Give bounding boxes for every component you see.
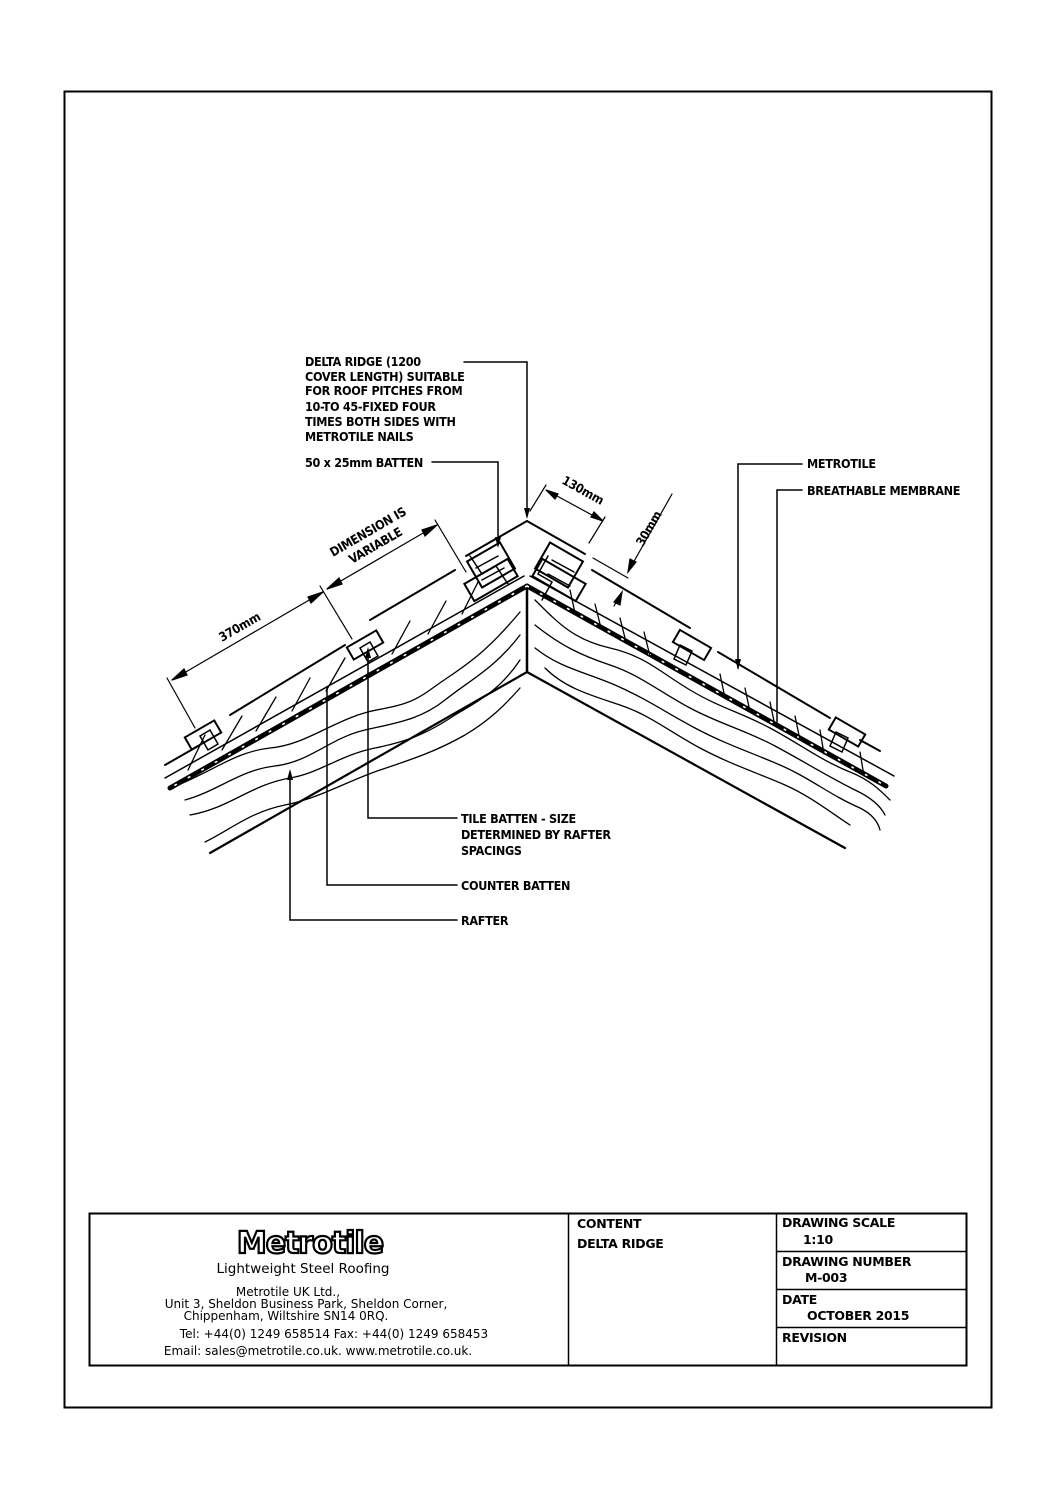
annotation-breathable-membrane: BREATHABLE MEMBRANE <box>807 483 960 498</box>
date-label: DATE <box>782 1292 817 1307</box>
company-tagline: Lightweight Steel Roofing <box>217 1261 390 1277</box>
annotation-rafter: RAFTER <box>461 913 509 928</box>
drawing-number-value: M-003 <box>805 1270 847 1285</box>
counter-batten <box>167 583 889 791</box>
annotation-line: SPACINGS <box>461 843 522 858</box>
dimension-370mm <box>166 585 353 729</box>
revision-label: REVISION <box>782 1330 847 1345</box>
annotation-line: TIMES BOTH SIDES WITH <box>305 414 456 429</box>
company-address-line1: Unit 3, Sheldon Business Park, Sheldon C… <box>165 1297 448 1311</box>
tile-batten-left-low <box>183 719 223 752</box>
drawing-scale-value: 1:10 <box>803 1232 833 1247</box>
roof-section <box>164 361 895 921</box>
annotation-line: METROTILE NAILS <box>305 429 414 444</box>
date-value: OCTOBER 2015 <box>807 1308 909 1323</box>
sheet-border <box>63 90 993 1409</box>
annotation-tile-batten: TILE BATTEN - SIZE DETERMINED BY RAFTER … <box>461 811 612 858</box>
company-phone-fax: Tel: +44(0) 1249 658514 Fax: +44(0) 1249… <box>179 1327 488 1341</box>
annotation-counter-batten: COUNTER BATTEN <box>461 878 570 893</box>
annotation-line: COVER LENGTH) SUITABLE <box>305 369 464 384</box>
rafter-grain-left <box>177 611 521 843</box>
metrotile-logo: Metrotile <box>237 1226 383 1261</box>
drawing-number-label: DRAWING NUMBER <box>782 1254 912 1269</box>
company-name: Metrotile UK Ltd., <box>236 1285 340 1299</box>
dimension-text-130mm: 130mm <box>560 473 607 508</box>
dimension-30mm <box>592 493 673 607</box>
company-address-line2: Chippenham, Wiltshire SN14 0RQ. <box>184 1309 389 1323</box>
dimension-variable <box>326 519 467 590</box>
annotation-delta-ridge: DELTA RIDGE (1200 COVER LENGTH) SUITABLE… <box>305 354 465 444</box>
rafter-grain-right <box>534 599 891 831</box>
tile-batten-left-mid <box>345 629 385 664</box>
tile-batten-right-low <box>827 716 867 754</box>
annotation-batten: 50 x 25mm BATTEN <box>305 455 423 470</box>
dimension-130mm <box>529 484 606 544</box>
company-email-web: Email: sales@metrotile.co.uk. www.metrot… <box>164 1344 472 1358</box>
ridge-batten-right <box>530 541 588 603</box>
leader-lines <box>287 361 803 921</box>
drawing-scale-label: DRAWING SCALE <box>782 1215 895 1230</box>
annotation-line: TILE BATTEN - SIZE <box>461 811 576 826</box>
annotation-line: 10-TO 45-FIXED FOUR <box>305 399 436 414</box>
annotation-line: DELTA RIDGE (1200 <box>305 354 421 369</box>
annotation-line: FOR ROOF PITCHES FROM <box>305 383 463 398</box>
content-value: DELTA RIDGE <box>577 1236 664 1251</box>
dimension-text-30mm: 30mm <box>633 508 665 548</box>
ridge-batten-left <box>462 541 520 603</box>
dimension-text-370mm: 370mm <box>216 609 263 645</box>
tile-batten-right-mid <box>671 628 713 667</box>
annotation-metrotile: METROTILE <box>807 456 876 471</box>
content-label: CONTENT <box>577 1216 642 1231</box>
title-block <box>88 1212 968 1367</box>
annotation-line: DETERMINED BY RAFTER <box>461 827 611 842</box>
